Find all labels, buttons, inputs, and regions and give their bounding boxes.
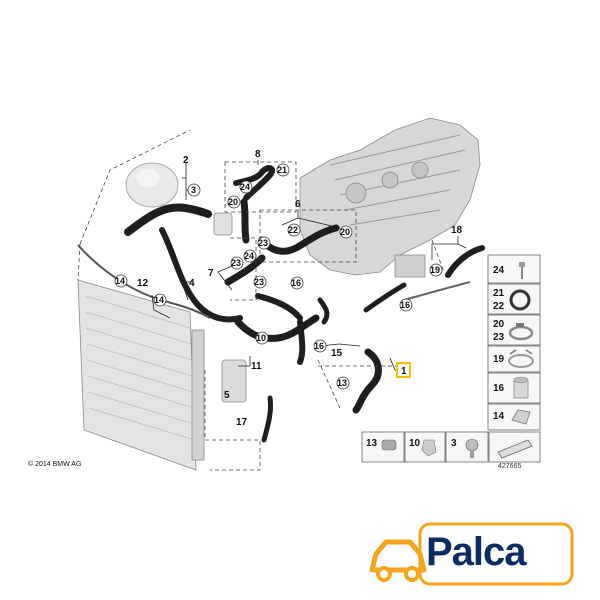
callout-20-a: 20 [228, 197, 238, 207]
bottom-number-13: 13 [366, 438, 378, 449]
legend-number-22: 22 [493, 301, 505, 312]
callout-12: 12 [137, 278, 149, 289]
logo-wordmark: Palca [426, 530, 527, 574]
clip-icon [421, 439, 437, 457]
diagram-reference-number: 427665 [498, 463, 522, 470]
callout-13-a: 13 [337, 378, 347, 388]
legend-number-19: 19 [493, 354, 505, 365]
callout-15: 15 [331, 348, 343, 359]
holder-clip-icon [511, 409, 531, 425]
clamp-icon [381, 439, 397, 451]
callout-6: 6 [295, 199, 301, 210]
legend-number-24: 24 [493, 265, 505, 276]
callout-23-b: 23 [254, 277, 264, 287]
callout-21-a: 21 [277, 165, 287, 175]
legend-number-14: 14 [493, 411, 505, 422]
legend-number-23: 23 [493, 332, 505, 343]
callout-4: 4 [189, 278, 195, 289]
callout-14-a: 14 [115, 276, 125, 286]
callout-19-a: 19 [430, 265, 440, 275]
car-icon [369, 539, 427, 582]
callout-8: 8 [255, 149, 261, 160]
callout-3-a: 3 [191, 185, 196, 195]
callout-16-a: 16 [291, 278, 301, 288]
callout-10-a: 10 [256, 333, 266, 343]
callout-24-b: 24 [244, 251, 254, 261]
palca-logo [369, 522, 574, 586]
callout-14-b: 14 [154, 295, 164, 305]
parts-legend-panel [487, 254, 541, 431]
engine-block-illustration [299, 117, 481, 278]
callout-24-a: 24 [240, 182, 250, 192]
callout-2: 2 [183, 155, 189, 166]
legend-number-20: 20 [493, 319, 505, 330]
callout-5: 5 [224, 390, 230, 401]
legend-number-16: 16 [493, 383, 505, 394]
expansion-tank-illustration [125, 162, 179, 208]
callout-16-c: 16 [400, 300, 410, 310]
legend-number-21: 21 [493, 288, 505, 299]
coolant-pump-illustration [213, 212, 247, 403]
radiator-illustration [77, 279, 205, 471]
hoses-illustration [77, 165, 485, 443]
screw-plug-icon [465, 438, 479, 458]
callout-23-a: 23 [231, 258, 241, 268]
callout-22-a: 22 [288, 225, 298, 235]
bottom-number-3: 3 [451, 438, 457, 449]
callout-16-b: 16 [314, 341, 324, 351]
hose-connector-icon [513, 376, 529, 399]
hose-clamp-icon [508, 323, 534, 341]
callout-20-b: 20 [340, 227, 350, 237]
copyright-notice: © 2014 BMW AG [28, 461, 82, 468]
callout-labels: 2 3 4 8 24 21 20 6 22 20 24 23 7 23 23 1… [114, 149, 505, 449]
callout-17: 17 [236, 417, 248, 428]
callout-18: 18 [451, 225, 463, 236]
gasket-strip-icon [497, 439, 533, 459]
callout-1: 1 [401, 366, 407, 377]
bolt-icon [519, 262, 525, 279]
parts-bottom-panel [361, 431, 541, 463]
sealing-ring-icon [509, 289, 531, 311]
callout-23-c: 23 [258, 238, 268, 248]
bottom-number-10: 10 [409, 438, 421, 449]
spring-clamp-icon [508, 349, 534, 368]
callout-11: 11 [251, 361, 262, 372]
callout-7: 7 [208, 268, 214, 279]
